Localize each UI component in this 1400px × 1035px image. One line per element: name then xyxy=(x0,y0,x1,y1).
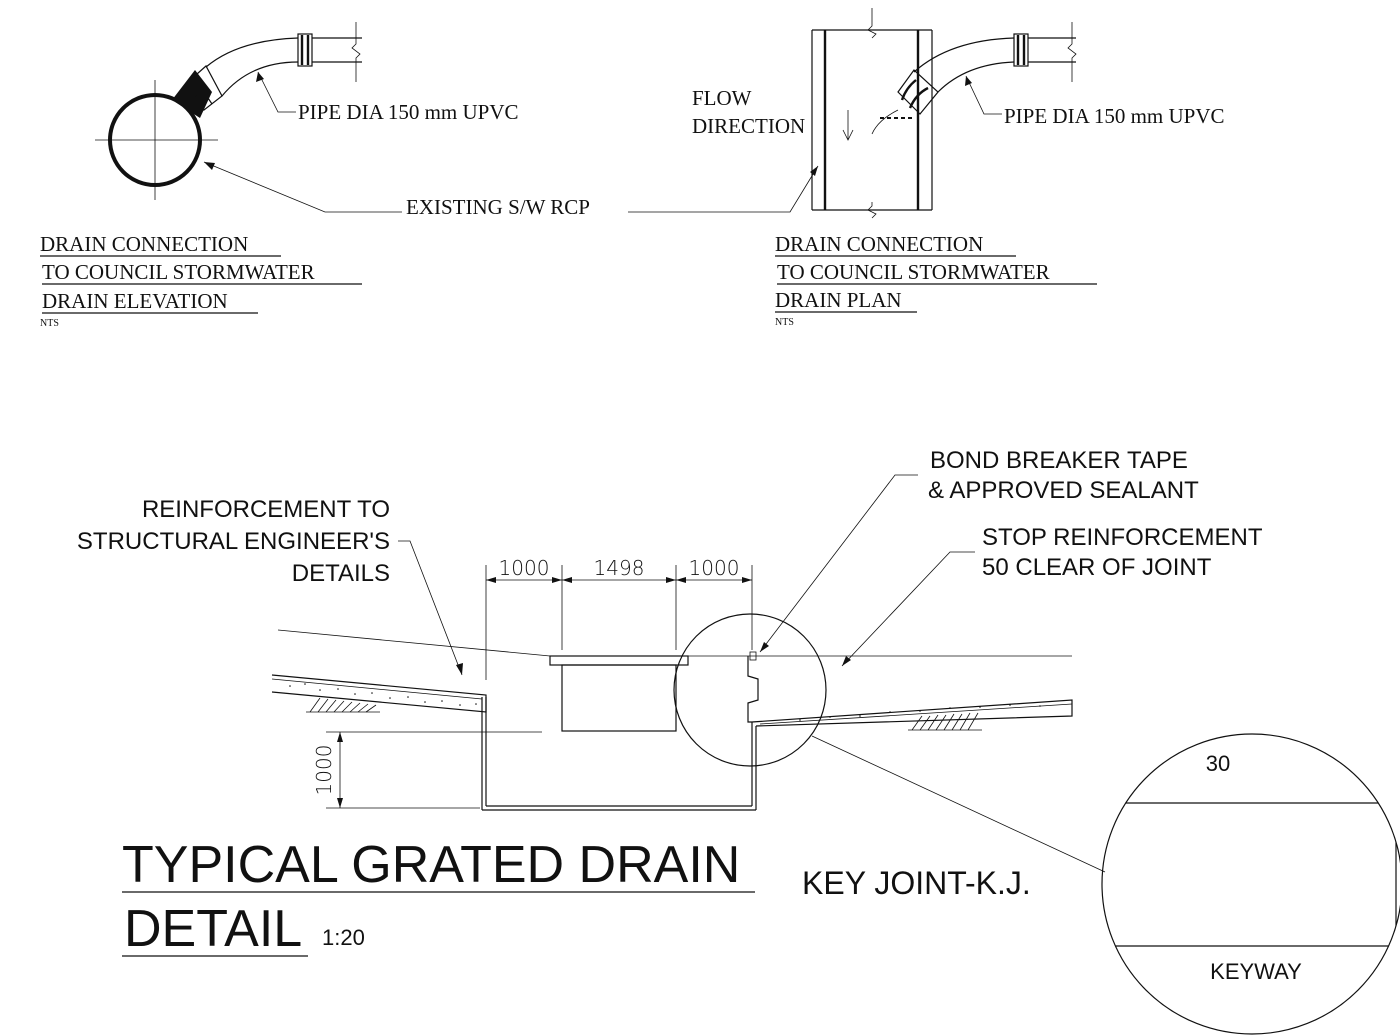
elevation-title-line-1: DRAIN CONNECTION xyxy=(40,232,248,256)
stop-reinforcement-note: STOP REINFORCEMENT 50 CLEAR OF JOINT xyxy=(982,524,1263,581)
key-joint-label: KEY JOINT-K.J. xyxy=(802,865,1031,901)
key-joint-detail-circle xyxy=(673,613,827,767)
dim-right-width: 1000 xyxy=(689,556,740,580)
svg-text:50 CLEAR OF JOINT: 50 CLEAR OF JOINT xyxy=(982,554,1212,581)
dim-left-width: 1000 xyxy=(499,556,550,580)
left-ground-hatch xyxy=(306,697,380,713)
detail-dimension: 30 xyxy=(1206,751,1230,776)
existing-rcp-label: EXISTING S/W RCP xyxy=(406,195,590,219)
enlarged-detail-circle xyxy=(1101,733,1400,1035)
flow-label-line-1: FLOW xyxy=(692,86,752,110)
plan-title: DRAIN CONNECTION TO COUNCIL STORMWATER D… xyxy=(775,232,1097,328)
svg-text:STOP REINFORCEMENT: STOP REINFORCEMENT xyxy=(982,524,1263,551)
section-title: TYPICAL GRATED DRAIN DETAIL 1:20 xyxy=(122,836,755,958)
rcp-pipe-section xyxy=(108,93,202,187)
pipe-bend-outer xyxy=(205,37,299,68)
bond-breaker-leader xyxy=(759,474,918,653)
elevation-view: PIPE DIA 150 mm UPVC xyxy=(95,22,519,213)
plan-title-line-1: DRAIN CONNECTION xyxy=(775,232,983,256)
existing-leader-right xyxy=(628,165,819,213)
svg-text:STRUCTURAL ENGINEER'S: STRUCTURAL ENGINEER'S xyxy=(77,528,390,555)
detail-leader xyxy=(811,735,1106,873)
bond-breaker-note: BOND BREAKER TAPE & APPROVED SEALANT xyxy=(928,447,1199,504)
right-ground-hatch xyxy=(908,712,982,731)
grate-frame xyxy=(561,664,677,732)
grated-drain-section: 1000 1498 1000 1000 xyxy=(271,474,1106,873)
keyway-label: KEYWAY xyxy=(1210,959,1302,984)
section-title-line-1: TYPICAL GRATED DRAIN xyxy=(122,836,740,894)
pipe-break-line xyxy=(351,22,361,82)
plan-title-line-2: TO COUNCIL STORMWATER xyxy=(777,260,1050,284)
existing-leader-left xyxy=(203,161,402,213)
plan-title-line-3: DRAIN PLAN xyxy=(775,288,902,312)
svg-text:REINFORCEMENT TO: REINFORCEMENT TO xyxy=(142,496,390,523)
plan-scale: NTS xyxy=(775,317,794,328)
section-title-line-2: DETAIL xyxy=(124,900,302,958)
plan-view xyxy=(628,8,1077,219)
reinforcement-note: REINFORCEMENT TO STRUCTURAL ENGINEER'S D… xyxy=(77,496,390,587)
elevation-title-line-3: DRAIN ELEVATION xyxy=(42,289,228,313)
elevation-scale: NTS xyxy=(40,318,59,329)
svg-text:DETAILS: DETAILS xyxy=(292,560,390,587)
svg-text:& APPROVED SEALANT: & APPROVED SEALANT xyxy=(928,477,1199,504)
elevation-title: DRAIN CONNECTION TO COUNCIL STORMWATER D… xyxy=(40,232,362,329)
svg-text:BOND BREAKER TAPE: BOND BREAKER TAPE xyxy=(930,447,1188,474)
elevation-pipe-label: PIPE DIA 150 mm UPVC xyxy=(298,100,519,124)
section-scale: 1:20 xyxy=(322,925,365,950)
plan-pipe-label: PIPE DIA 150 mm UPVC xyxy=(1004,104,1225,128)
pipe-bend-inner xyxy=(221,61,299,97)
left-slab xyxy=(271,674,487,713)
pipe-label-leader xyxy=(257,71,296,113)
dim-grate-width: 1498 xyxy=(594,556,645,580)
right-slab xyxy=(751,699,1073,727)
flow-label-line-2: DIRECTION xyxy=(692,114,805,138)
pipe-coupling xyxy=(297,33,313,67)
reinforcement-leader xyxy=(398,540,463,676)
stop-reinforcement-leader xyxy=(841,551,975,667)
key-joint-profile xyxy=(747,656,759,723)
grate xyxy=(549,655,689,666)
elevation-title-line-2: TO COUNCIL STORMWATER xyxy=(42,260,315,284)
key-joint-enlarged-detail: 30 KEYWAY xyxy=(1101,733,1400,1035)
dim-depth: 1000 xyxy=(312,745,336,796)
